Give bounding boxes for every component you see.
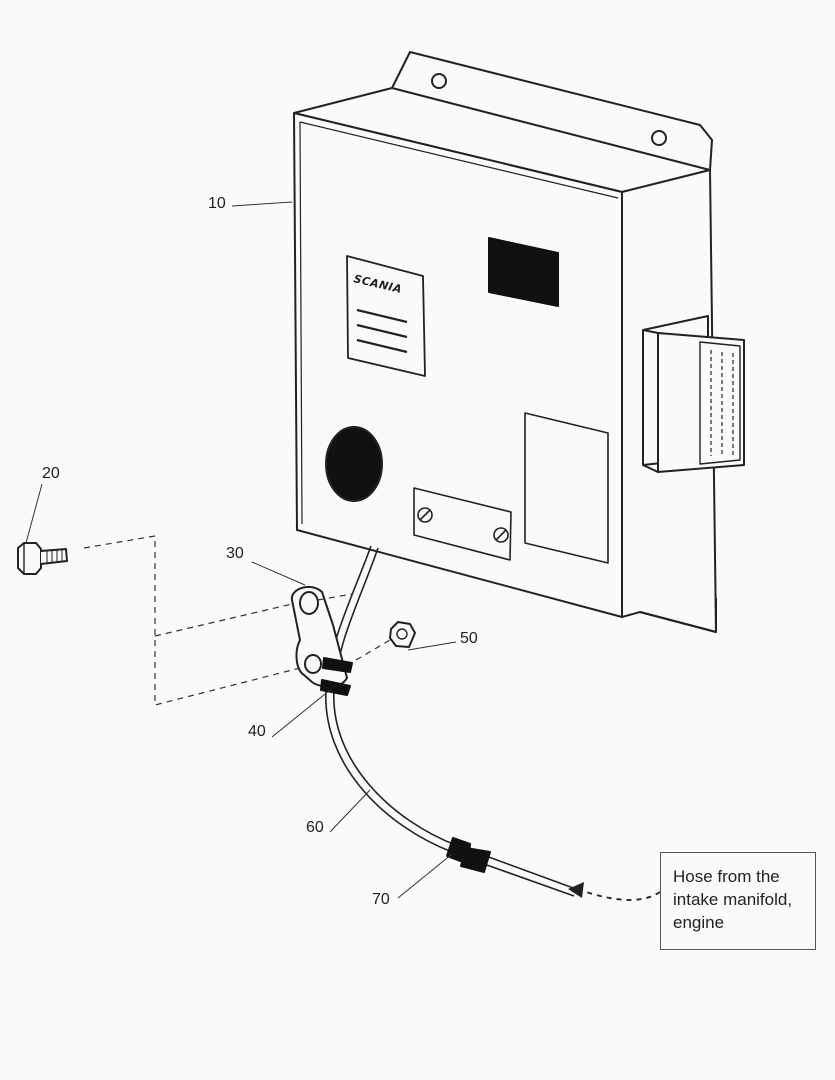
- callout-10: 10: [208, 195, 226, 212]
- front-inner-left-edge: [299, 121, 303, 525]
- pressure-port: [325, 426, 383, 502]
- screw-left: [417, 507, 433, 523]
- screw-right: [493, 527, 509, 543]
- label-plate: [346, 255, 426, 377]
- side-bottom-edge: [639, 611, 717, 633]
- front-inner-top-edge: [299, 121, 619, 199]
- screw-plate: [413, 487, 512, 561]
- note-arrow: [585, 891, 661, 901]
- note-line-2: intake manifold,: [673, 890, 793, 909]
- hose-source-note: Hose from the intake manifold, engine: [660, 852, 816, 950]
- note-line-3: engine: [673, 913, 725, 932]
- clamp: [320, 657, 353, 696]
- note-line-1: Hose from the: [673, 867, 780, 886]
- display-window: [488, 237, 559, 307]
- flange-hole-left: [431, 73, 447, 89]
- bolt: [17, 542, 68, 575]
- access-panel: [524, 412, 609, 564]
- callout-70: 70: [372, 891, 390, 908]
- side-connector: [642, 315, 745, 473]
- callout-50: 50: [460, 630, 478, 647]
- callout-40: 40: [248, 723, 266, 740]
- hose-connector: [446, 837, 491, 873]
- callout-20: 20: [42, 465, 60, 482]
- front-face: [293, 112, 623, 618]
- hose: [325, 545, 577, 897]
- callout-30: 30: [226, 545, 244, 562]
- flange-hole-right: [651, 130, 667, 146]
- bracket: [290, 585, 348, 688]
- leader-lines: [25, 201, 457, 899]
- control-unit: [293, 51, 745, 633]
- note-arrow-head: [568, 882, 584, 898]
- callout-60: 60: [306, 819, 324, 836]
- nut: [389, 621, 416, 648]
- assembly-lines: [83, 535, 391, 706]
